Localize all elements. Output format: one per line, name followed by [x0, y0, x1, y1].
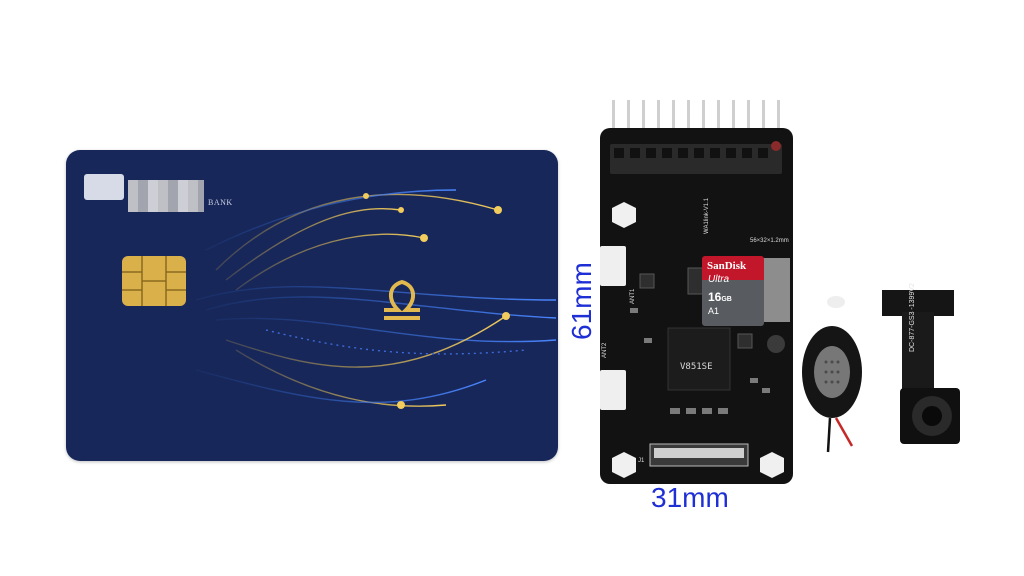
board-name-label: WA1link-V1.1: [704, 197, 710, 234]
height-dimension-label: 61mm: [566, 262, 597, 340]
sd-capacity: 16GB: [708, 290, 732, 304]
camera-module: [882, 290, 960, 444]
bank-card: BANK: [66, 150, 558, 461]
ant2-label: ANT2: [602, 342, 608, 358]
board-components: [600, 141, 790, 478]
soc-label: V851SE: [680, 362, 713, 372]
sd-brand: SanDisk: [707, 260, 747, 272]
sd-rating: A1: [708, 306, 720, 316]
speaker: [802, 296, 862, 453]
card-wave-pattern: [122, 189, 557, 409]
emv-chip-icon: [122, 256, 186, 306]
microsd-card: SanDisk Ultra 16GB A1: [702, 256, 764, 326]
sd-line: Ultra: [708, 274, 730, 285]
ant1-label: ANT1: [630, 288, 636, 304]
bank-text: BANK: [208, 198, 233, 207]
header-pins: [612, 100, 780, 136]
width-dimension-label: 31mm: [651, 482, 729, 513]
dev-board: WA1link-V1.1 56×32×1.2mm ANT1 ANT2 J1: [600, 128, 793, 484]
bank-logo: [84, 174, 124, 200]
libra-icon: [384, 279, 420, 320]
j1-label: J1: [638, 458, 645, 464]
camera-label: DC-877-GS3 -1399V2: [909, 283, 916, 352]
gold-dot: [494, 206, 502, 214]
board-size-label: 56×32×1.2mm: [750, 238, 789, 244]
blurred-bank-name: [128, 180, 204, 212]
